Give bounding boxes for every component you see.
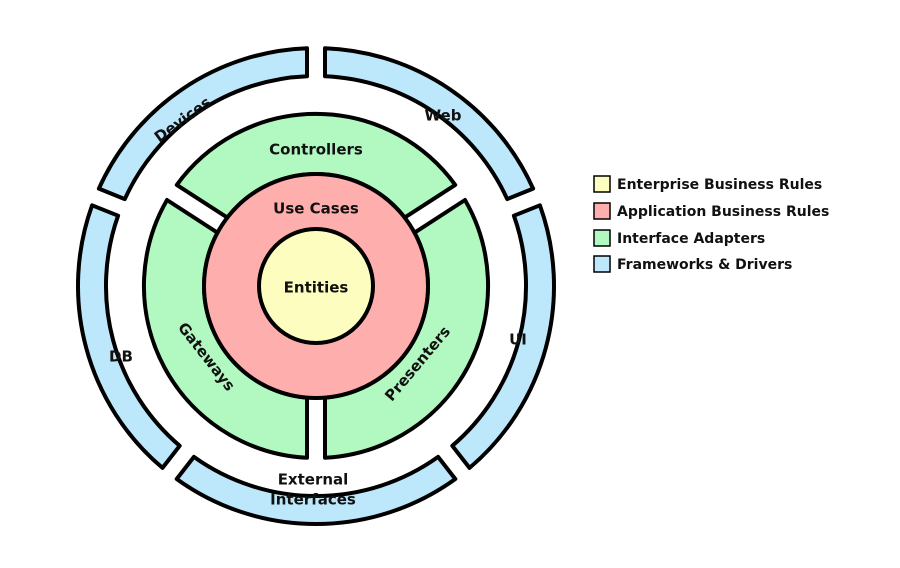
db-label: DB [109,348,133,366]
legend: Enterprise Business Rules Application Bu… [593,175,829,273]
concentric-rings [76,46,556,527]
legend-item-application: Application Business Rules [593,202,829,220]
db-segment [76,203,182,470]
external-interfaces-segment [174,454,458,527]
legend-label-adapters: Interface Adapters [617,231,765,247]
ui-label: UI [509,331,527,349]
external-interfaces-label-line1: External [278,471,349,489]
legend-item-enterprise: Enterprise Business Rules [593,175,822,193]
legend-label-enterprise: Enterprise Business Rules [617,177,822,193]
controllers-label: Controllers [269,141,363,159]
legend-swatch-application [593,202,611,220]
entities-label: Entities [284,279,349,297]
external-interfaces-label-line2: Interfaces [270,491,356,509]
web-label: Web [425,107,462,125]
legend-swatch-enterprise [593,175,611,193]
entities-circle [257,227,375,345]
legend-item-frameworks: Frameworks & Drivers [593,255,792,273]
legend-label-frameworks: Frameworks & Drivers [617,257,792,273]
legend-item-adapters: Interface Adapters [593,229,765,247]
legend-swatch-frameworks [593,255,611,273]
use-cases-label: Use Cases [273,200,359,218]
devices-segment [96,46,309,202]
legend-swatch-adapters [593,229,611,247]
web-segment [323,46,536,202]
ui-segment [450,203,556,470]
legend-label-application: Application Business Rules [617,204,829,220]
